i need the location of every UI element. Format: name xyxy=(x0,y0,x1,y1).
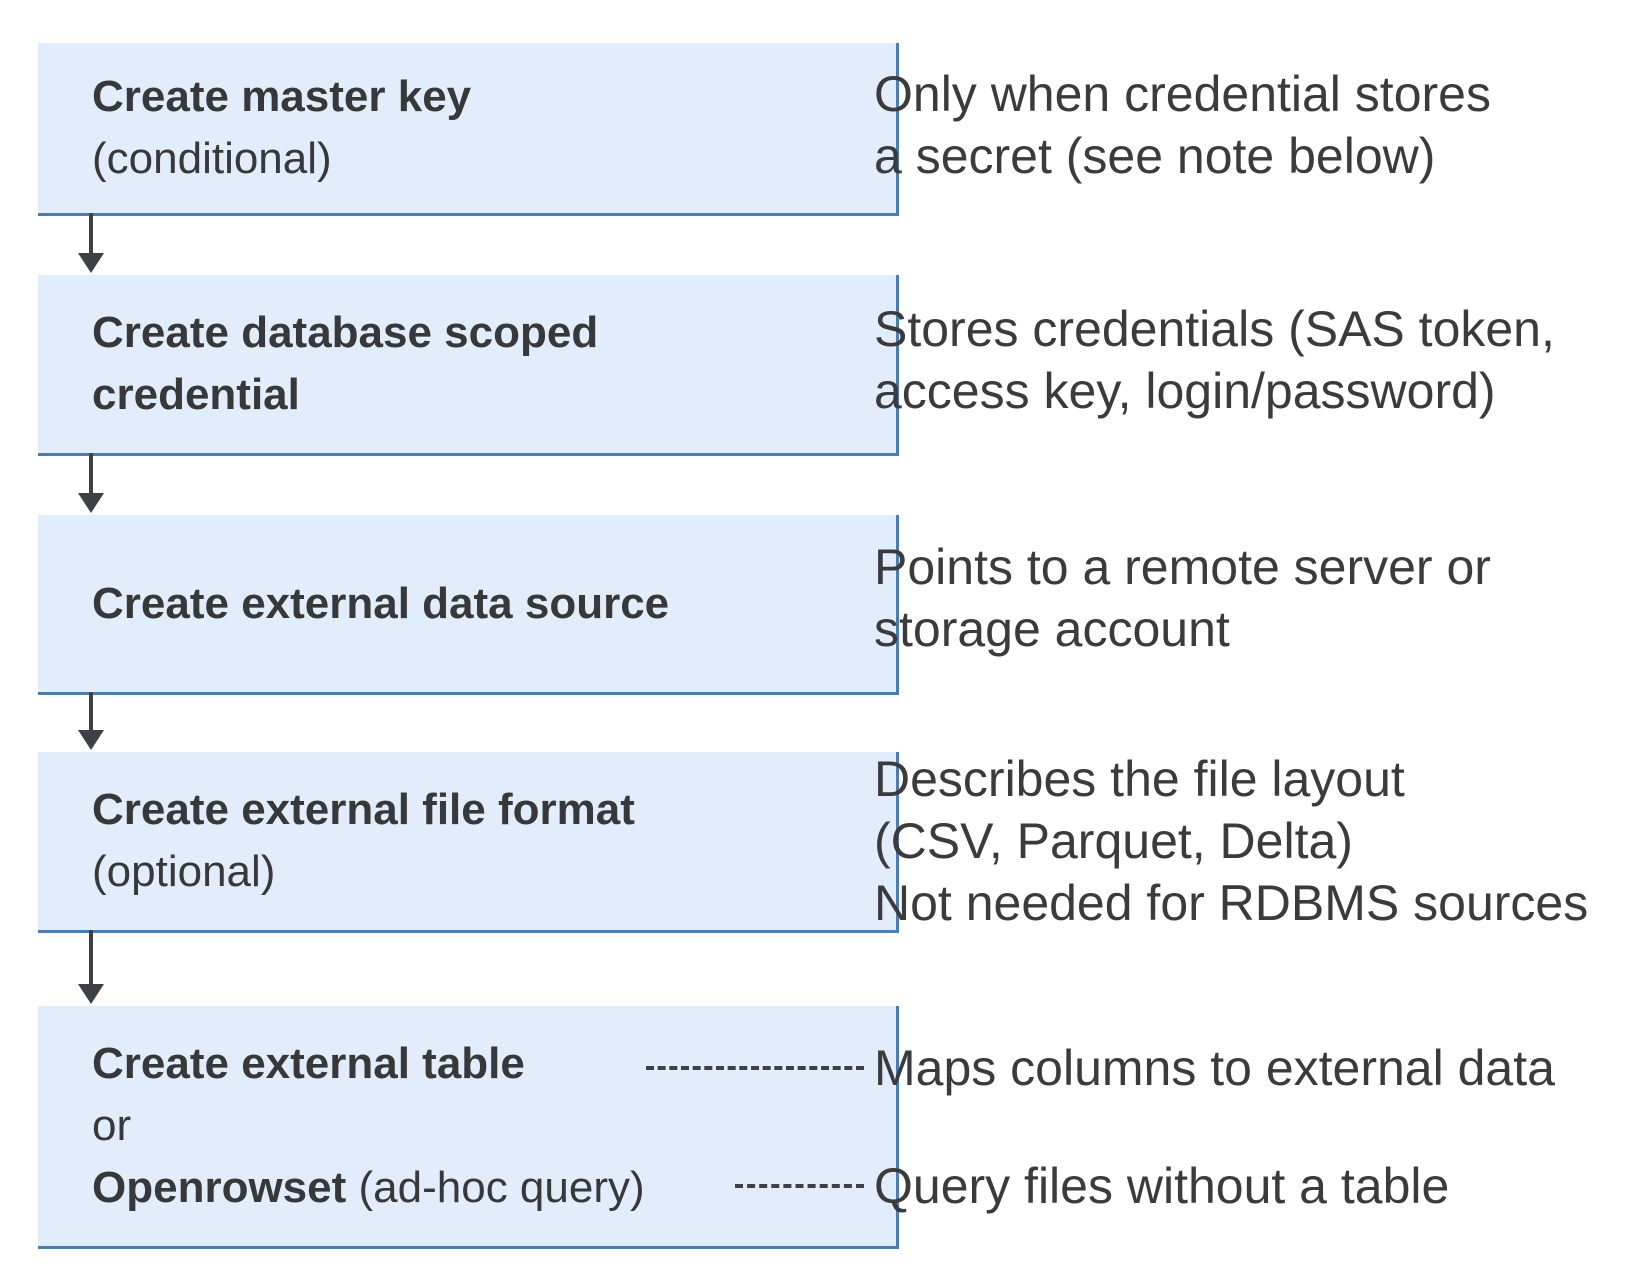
note-line: Only when credential stores xyxy=(874,66,1491,122)
note-line: access key, login/password) xyxy=(874,363,1496,419)
flow-arrow-2 xyxy=(78,453,104,513)
arrow-shaft xyxy=(89,453,93,493)
note-external-data-source: Points to a remote server or storage acc… xyxy=(874,536,1491,660)
note-line: Maps columns to external data xyxy=(874,1040,1555,1096)
step-box-create-master-key: Create master key (conditional) xyxy=(38,43,899,216)
note-external-table: Maps columns to external data xyxy=(874,1037,1555,1099)
step-alt-title: Openrowset xyxy=(92,1163,347,1212)
dashed-connector-openrowset xyxy=(735,1184,864,1188)
arrow-shaft xyxy=(89,213,93,253)
arrowhead-down-icon xyxy=(78,984,104,1004)
note-line: Not needed for RDBMS sources xyxy=(874,875,1589,931)
step-title: Create master key xyxy=(92,72,472,121)
note-line: a secret (see note below) xyxy=(874,128,1436,184)
dashed-connector-external-table xyxy=(646,1066,864,1070)
note-line: storage account xyxy=(874,601,1230,657)
note-line: Query files without a table xyxy=(874,1158,1450,1214)
note-scoped-credential: Stores credentials (SAS token, access ke… xyxy=(874,298,1555,422)
flow-arrow-4 xyxy=(78,930,104,1004)
step-alt-qualifier: (ad-hoc query) xyxy=(346,1163,645,1212)
step-title: Create external file format xyxy=(92,785,635,834)
step-alt-line: Openrowset (ad-hoc query) xyxy=(92,1157,896,1219)
step-box-create-external-table-or-openrowset: Create external table or Openrowset (ad-… xyxy=(38,1006,899,1249)
arrow-shaft xyxy=(89,930,93,984)
step-box-create-external-data-source: Create external data source xyxy=(38,515,899,695)
arrowhead-down-icon xyxy=(78,730,104,750)
arrowhead-down-icon xyxy=(78,253,104,273)
step-qualifier: (optional) xyxy=(92,847,276,896)
note-line: Describes the file layout xyxy=(874,751,1405,807)
note-line: Points to a remote server or xyxy=(874,539,1491,595)
step-box-create-external-file-format: Create external file format (optional) xyxy=(38,752,899,933)
step-conjunction: or xyxy=(92,1101,132,1150)
note-line: Stores credentials (SAS token, xyxy=(874,301,1555,357)
flow-arrow-1 xyxy=(78,213,104,273)
step-title: Create external data source xyxy=(92,578,670,628)
step-box-create-database-scoped-credential: Create database scoped credential xyxy=(38,275,899,456)
step-title: Create external table xyxy=(92,1039,525,1088)
step-title: Create database scoped credential xyxy=(92,308,599,419)
note-file-format: Describes the file layout (CSV, Parquet,… xyxy=(874,748,1588,934)
flow-arrow-3 xyxy=(78,692,104,750)
note-openrowset: Query files without a table xyxy=(874,1155,1449,1217)
note-line: (CSV, Parquet, Delta) xyxy=(874,813,1353,869)
step-qualifier: (conditional) xyxy=(92,134,332,183)
note-master-key: Only when credential stores a secret (se… xyxy=(874,63,1491,187)
arrow-shaft xyxy=(89,692,93,730)
arrowhead-down-icon xyxy=(78,493,104,513)
